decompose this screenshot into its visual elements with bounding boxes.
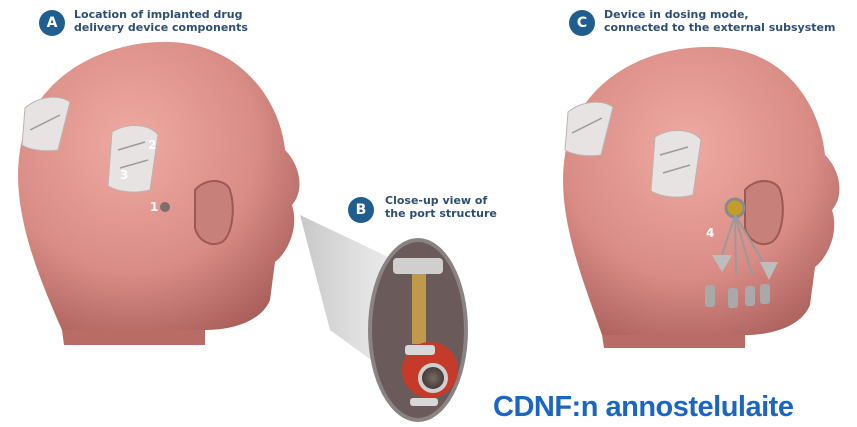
caption-c-line1: Device in dosing mode, — [604, 8, 835, 21]
caption-a-line2: delivery device components — [74, 21, 248, 34]
component-label-1: 1 — [150, 200, 158, 214]
badge-c: C — [569, 10, 595, 36]
badge-b: B — [348, 197, 374, 223]
footer-title: CDNF:n annostelulaite — [493, 391, 793, 424]
catheter-icon — [705, 285, 715, 307]
head-c-illustration — [563, 47, 839, 348]
caption-a-line1: Location of implanted drug — [74, 8, 248, 21]
caption-a: Location of implanted drug delivery devi… — [74, 8, 248, 34]
badge-a: A — [39, 10, 65, 36]
caption-b-line1: Close-up view of — [385, 194, 497, 207]
component-label-4: 4 — [706, 226, 714, 240]
caption-b-line2: the port structure — [385, 207, 497, 220]
connector-icon — [726, 199, 744, 217]
caption-b: Close-up view of the port structure — [385, 194, 497, 220]
component-label-2: 2 — [148, 138, 156, 152]
head-a-illustration — [18, 42, 299, 345]
caption-c: Device in dosing mode, connected to the … — [604, 8, 835, 34]
caption-c-line2: connected to the external subsystem — [604, 21, 835, 34]
port-icon — [160, 202, 170, 212]
closeup-b-illustration — [368, 238, 468, 422]
component-label-3: 3 — [120, 168, 128, 182]
